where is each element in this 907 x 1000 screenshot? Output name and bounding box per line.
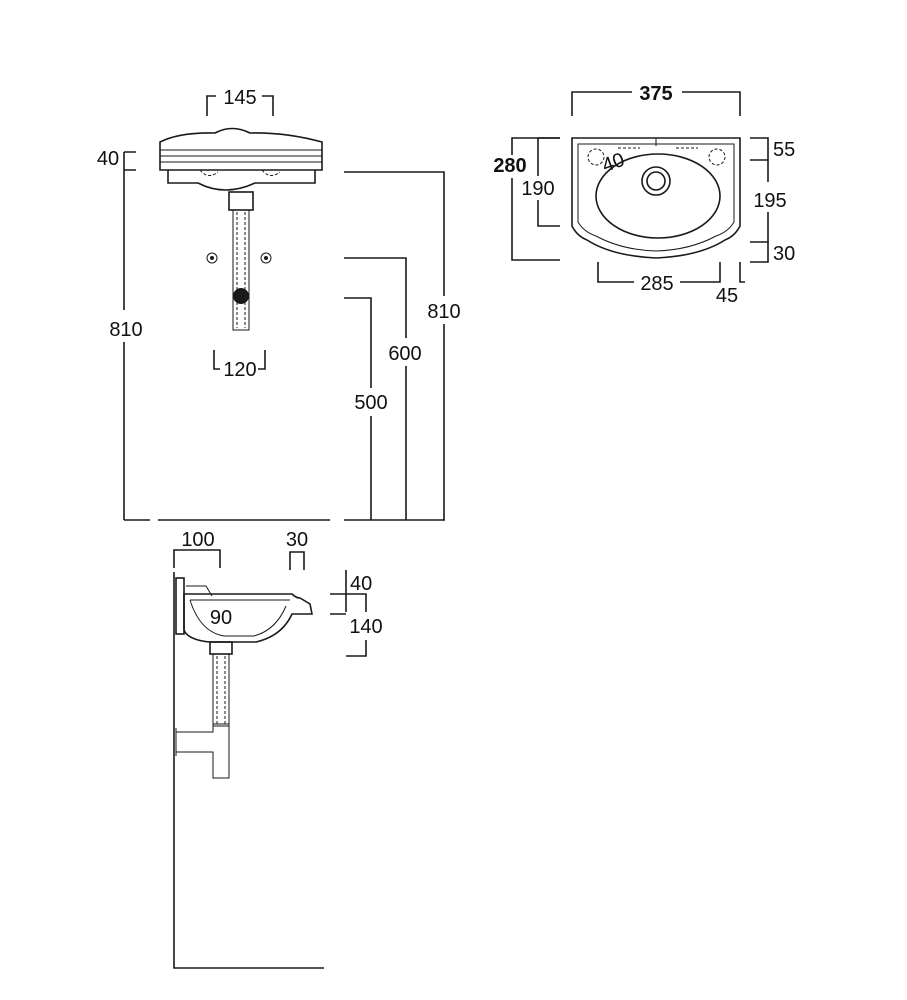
dim-30-side-label: 30 (286, 529, 308, 551)
dim-45-label: 45 (716, 285, 738, 307)
dim-30-side-line (289, 551, 305, 570)
dim-100-label: 100 (181, 529, 214, 551)
dim-55-line (750, 137, 769, 161)
dim-810-right-line (344, 171, 445, 520)
dim-600-label: 600 (388, 343, 421, 365)
waste-outlet (228, 191, 254, 211)
dim-600-line (344, 257, 407, 520)
plan-basin-inner-outline (577, 143, 735, 252)
plan-basin-outline (571, 137, 741, 259)
wall-and-floor-line (173, 572, 324, 969)
dim-30-label: 30 (773, 243, 795, 265)
fixing-bolt-icon (206, 252, 218, 264)
dim-40-line (124, 151, 136, 171)
dim-40-side-label: 40 (350, 573, 372, 595)
side-trap (175, 723, 230, 779)
dim-375-line (571, 91, 741, 116)
dim-145-line (206, 95, 274, 116)
dim-120-label: 120 (223, 359, 256, 381)
dim-45-line (739, 262, 745, 283)
dim-810-right-label: 810 (427, 301, 460, 323)
dim-40-label: 40 (97, 148, 119, 170)
dim-500-label: 500 (354, 392, 387, 414)
front-view: 145 40 810 120 500 600 810 (97, 87, 461, 521)
dim-90-leader (186, 585, 213, 597)
dim-140-line (346, 593, 367, 657)
dim-190-label: 190 (521, 178, 554, 200)
plan-view: 40 375 280 190 55 195 30 285 45 (493, 83, 795, 307)
dim-810-left-label: 810 (109, 319, 142, 341)
dim-375-label: 375 (639, 83, 672, 105)
waste-pipe (232, 209, 250, 331)
plan-bowl (595, 153, 721, 239)
dim-30-line (750, 241, 769, 263)
dim-145-label: 145 (223, 87, 256, 109)
wall-bracket (175, 577, 185, 635)
dim-40-side-line (330, 570, 347, 615)
side-basin-bowl (189, 599, 287, 637)
fixing-bolt-center (210, 256, 214, 260)
waste-outlet-icon (233, 288, 249, 304)
dim-195-label: 195 (753, 190, 786, 212)
dim-90-label: 90 (210, 607, 232, 629)
overflow-hidden-line (199, 169, 219, 176)
dim-55-label: 55 (773, 139, 795, 161)
basin-bowl (167, 170, 316, 191)
dim-285-line (597, 262, 721, 283)
dim-280-label: 280 (493, 155, 526, 177)
dim-140-label: 140 (349, 616, 382, 638)
side-waste-outlet (209, 641, 233, 655)
drain-inner-icon (646, 171, 666, 191)
side-waste-pipe (212, 653, 230, 727)
dim-285-label: 285 (640, 273, 673, 295)
tap-hole-icon (587, 148, 605, 166)
basin-top-outline (159, 127, 323, 171)
side-basin-profile (183, 593, 313, 643)
dim-120-line (213, 350, 266, 370)
fixing-bolt-icon (260, 252, 272, 264)
overflow-hidden-line (261, 169, 281, 176)
dim-100-line (173, 549, 221, 568)
drain-outer-icon (641, 166, 671, 196)
dim-190-line (537, 137, 560, 227)
tap-hole-icon (708, 148, 726, 166)
side-view: 100 30 90 40 140 (173, 529, 383, 969)
fixing-bolt-center (264, 256, 268, 260)
dim-500-line (344, 297, 372, 520)
